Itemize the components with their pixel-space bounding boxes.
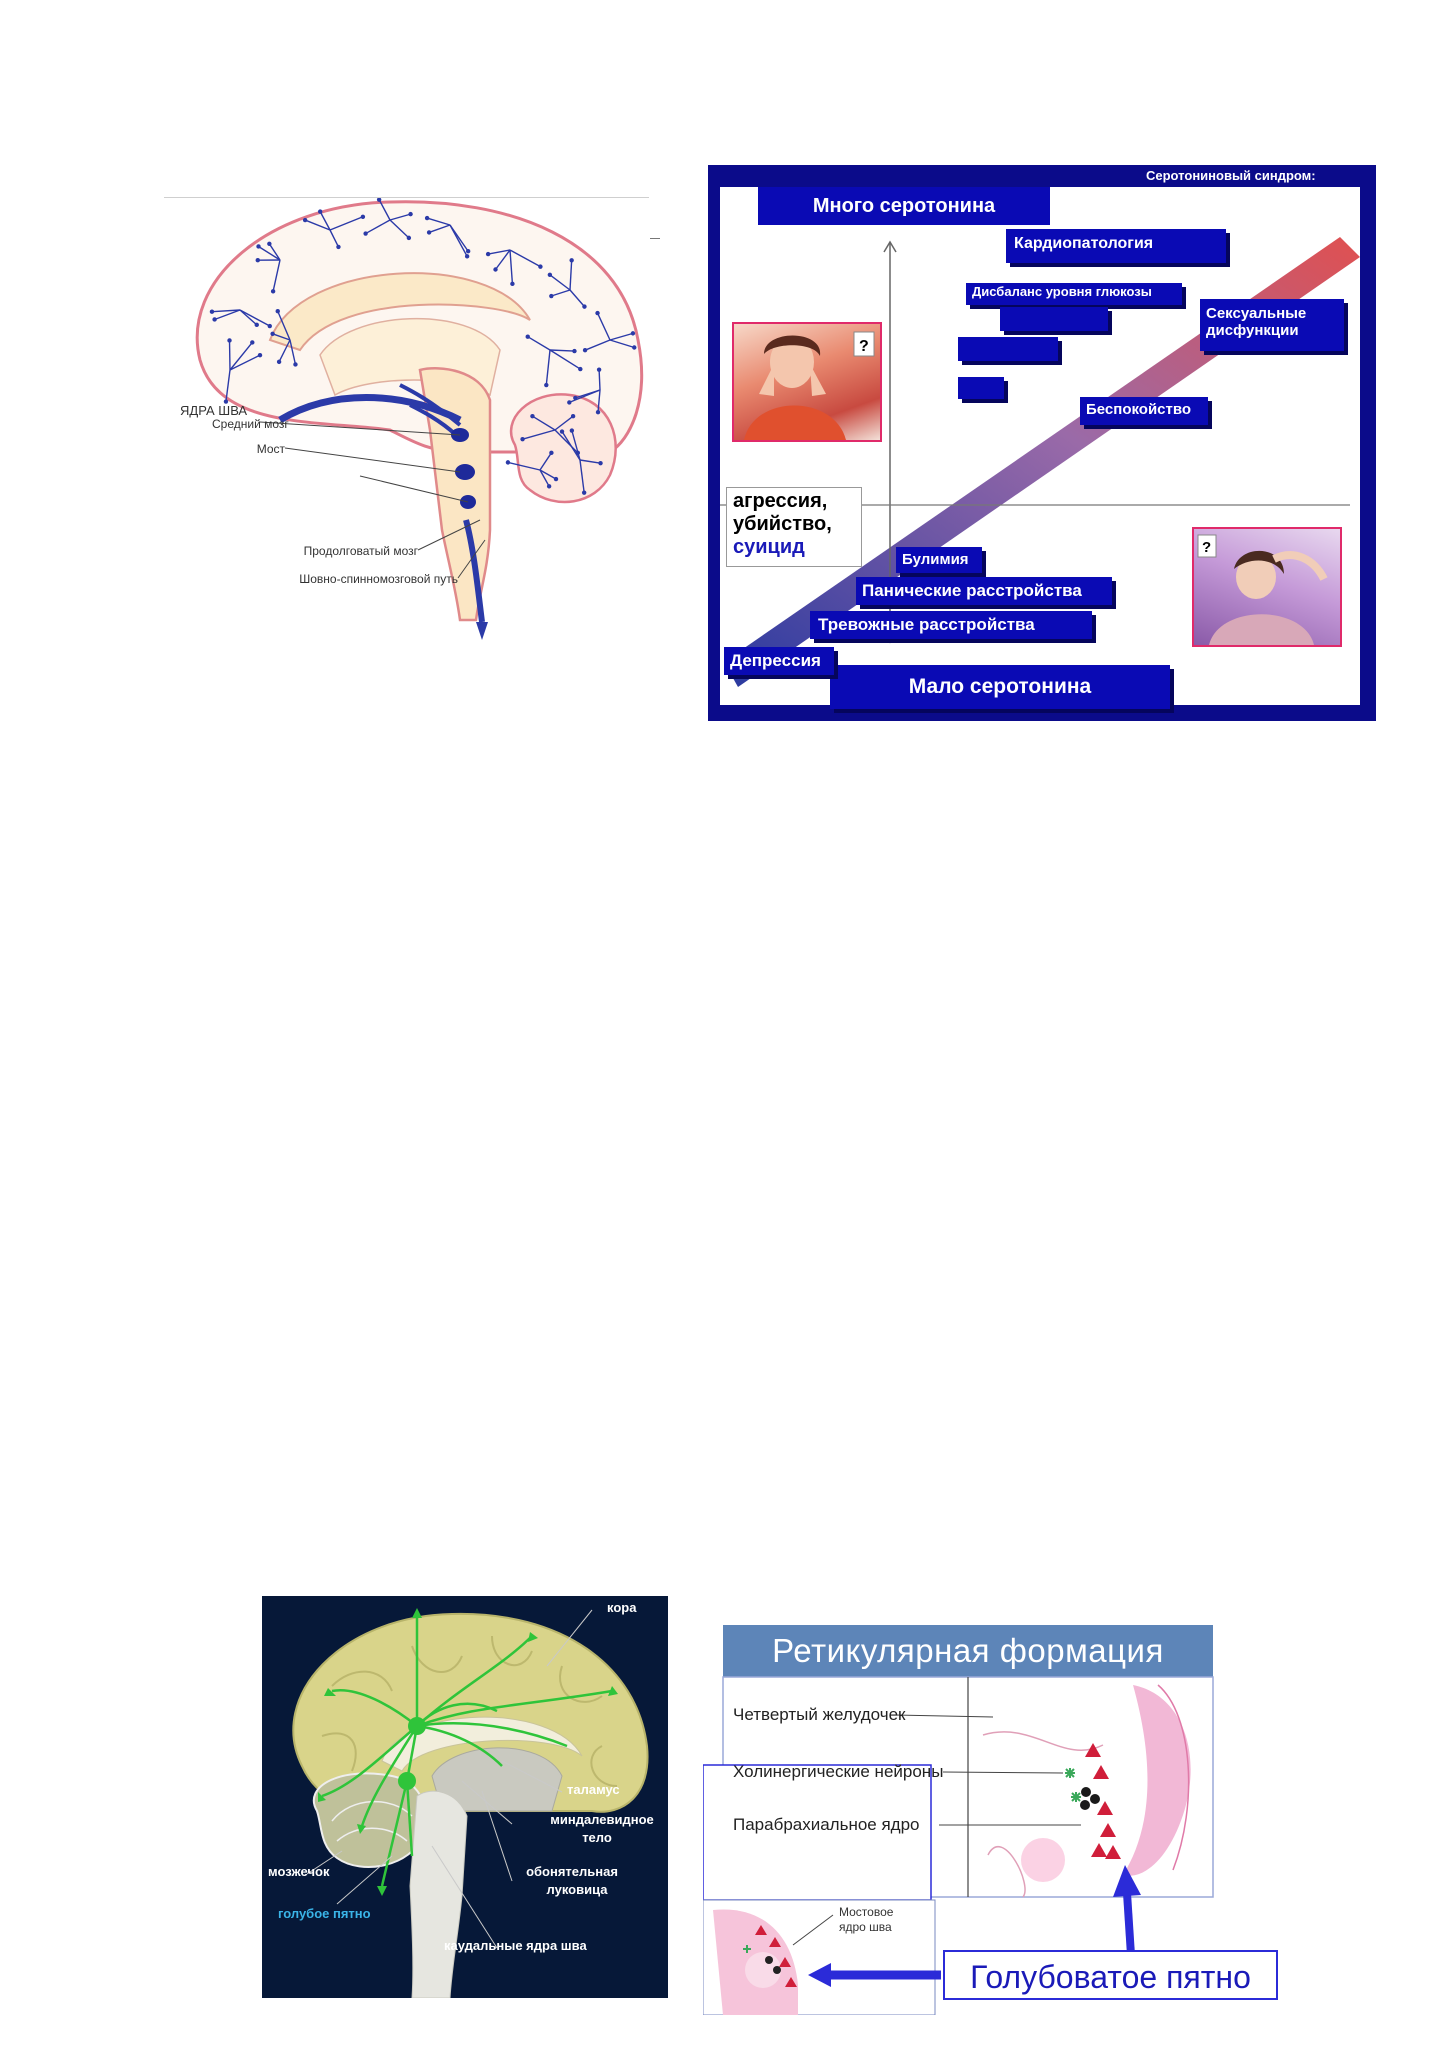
- reticular-title: Ретикулярная формация: [723, 1625, 1213, 1677]
- serotonin-syndrome-note: Серотониновый синдром: лихорадка, тремор…: [1146, 167, 1326, 218]
- scale-canvas: Много серотонина Мало серотонина Кардиоп…: [720, 187, 1360, 709]
- label-caudal-raphe: каудальные ядра шва: [444, 1938, 587, 1953]
- label-amygdala-2: тело: [582, 1830, 612, 1845]
- syndrome-line-2: лихорадка, тремор, припадок,: [1146, 185, 1326, 199]
- label-olfactory-2: луковица: [547, 1882, 609, 1897]
- empty-box: [1000, 307, 1108, 331]
- label-cortex: кора: [607, 1600, 637, 1615]
- noradrenergic-diagram: кора таламус миндалевидное тело мозжечок…: [262, 1596, 668, 1998]
- pontine-line-1: Мостовое: [839, 1905, 894, 1919]
- label-fourth-ventricle: Четвертый желудочек: [733, 1705, 906, 1724]
- label-anxiety-disorders: Тревожные расстройства: [810, 611, 1092, 639]
- label-medulla: Продолговатый мозг: [304, 544, 419, 558]
- divider: [164, 197, 649, 198]
- label-thalamus: таламус: [567, 1782, 620, 1797]
- sexual-line-2: дисфункции: [1206, 322, 1299, 340]
- label-raphe-spinal-tract: Шовно-спинномозговой путь: [299, 572, 458, 586]
- label-cardiopathology: Кардиопатология: [1006, 229, 1226, 263]
- label-glucose-imbalance: Дисбаланс уровня глюкозы: [966, 283, 1182, 305]
- label-depression: Депрессия: [724, 647, 834, 675]
- reticular-formation-diagram: Ретикулярная формация: [703, 1625, 1283, 2015]
- label-aggression: агрессия, убийство, суицид: [726, 487, 862, 567]
- label-pons: Мост: [257, 442, 286, 456]
- raphe-title: ЯДРА ШВА: [180, 403, 247, 418]
- label-sexual-dysfunction: Сексуальные дисфункции: [1200, 299, 1344, 351]
- empty-box: [958, 377, 1004, 399]
- raphe-brain-illustration: ЯДРА ШВА Средний мозг Мост Продолговатый…: [180, 197, 643, 640]
- empty-box: [958, 337, 1058, 361]
- reticular-graphics: [703, 1676, 1214, 2015]
- label-locus-box: Голубоватое пятно: [943, 1950, 1278, 2000]
- suicide-text: суицид: [733, 536, 805, 558]
- syndrome-line-1: Серотониновый синдром:: [1146, 168, 1316, 183]
- stressed-woman-photo: ?: [732, 322, 882, 442]
- label-midbrain: Средний мозг: [212, 417, 289, 431]
- label-locus-coeruleus: голубое пятно: [278, 1906, 371, 1921]
- divider: [650, 238, 660, 239]
- aggression-line-1: агрессия,: [733, 490, 828, 512]
- label-panic-disorders: Панические расстройства: [856, 577, 1112, 605]
- label-high-serotonin: Много серотонина: [758, 187, 1050, 225]
- label-cholinergic-neurons: Холинергические нейроны: [733, 1762, 944, 1781]
- label-bulimia: Булимия: [896, 547, 982, 573]
- syndrome-line-3: кома, смерть: [1146, 202, 1224, 216]
- label-cerebellum: мозжечок: [268, 1864, 330, 1879]
- question-mark-icon: ?: [1202, 539, 1211, 556]
- happy-woman-photo: ?: [1192, 527, 1342, 647]
- aggression-line-2: убийство,: [733, 513, 832, 535]
- label-anxiety: Беспокойство: [1080, 397, 1208, 425]
- label-amygdala-1: миндалевидное: [550, 1812, 654, 1827]
- noradrenergic-brain-illustration: кора таламус миндалевидное тело мозжечок…: [268, 1600, 654, 1998]
- serotonin-scale-diagram: Много серотонина Мало серотонина Кардиоп…: [708, 165, 1376, 721]
- label-parabrachial-nucleus: Парабрахиальное ядро: [733, 1815, 920, 1834]
- question-mark-icon: ?: [859, 338, 869, 355]
- label-olfactory-1: обонятельная: [526, 1864, 618, 1879]
- sexual-line-1: Сексуальные: [1206, 305, 1307, 322]
- pontine-line-2: ядро шва: [839, 1920, 892, 1934]
- raphe-nuclei-diagram: ЯДРА ШВА Средний мозг Мост Продолговатый…: [160, 190, 660, 650]
- label-pontine-raphe: Мостовое ядро шва: [839, 1905, 893, 1935]
- label-low-serotonin: Мало серотонина: [830, 665, 1170, 709]
